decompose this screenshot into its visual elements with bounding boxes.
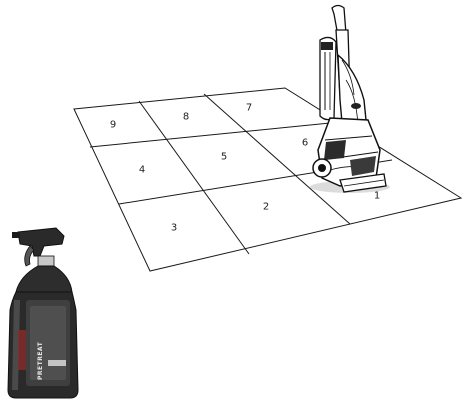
section-label-3: 3 xyxy=(171,223,177,234)
section-label-4: 4 xyxy=(139,165,145,176)
section-label-1: 1 xyxy=(374,191,380,202)
grid-col-line-1 xyxy=(138,100,250,255)
bottle-label-text: PRETREAT xyxy=(37,341,44,380)
grid-col-line-2 xyxy=(203,93,351,225)
grid-row-line-1 xyxy=(89,121,341,148)
grid-outline xyxy=(73,87,463,272)
spray-bottle-icon: PRETREAT xyxy=(7,227,79,399)
section-label-6: 6 xyxy=(302,138,308,149)
section-label-7: 7 xyxy=(246,103,252,114)
section-label-2: 2 xyxy=(263,202,269,213)
section-label-8: 8 xyxy=(183,112,189,123)
floor-grid xyxy=(73,87,463,272)
section-label-5: 5 xyxy=(221,152,227,163)
section-labels: 9 8 7 4 5 6 3 2 1 xyxy=(110,103,380,234)
section-label-9: 9 xyxy=(110,120,116,131)
upright-carpet-cleaner-icon xyxy=(310,4,390,193)
